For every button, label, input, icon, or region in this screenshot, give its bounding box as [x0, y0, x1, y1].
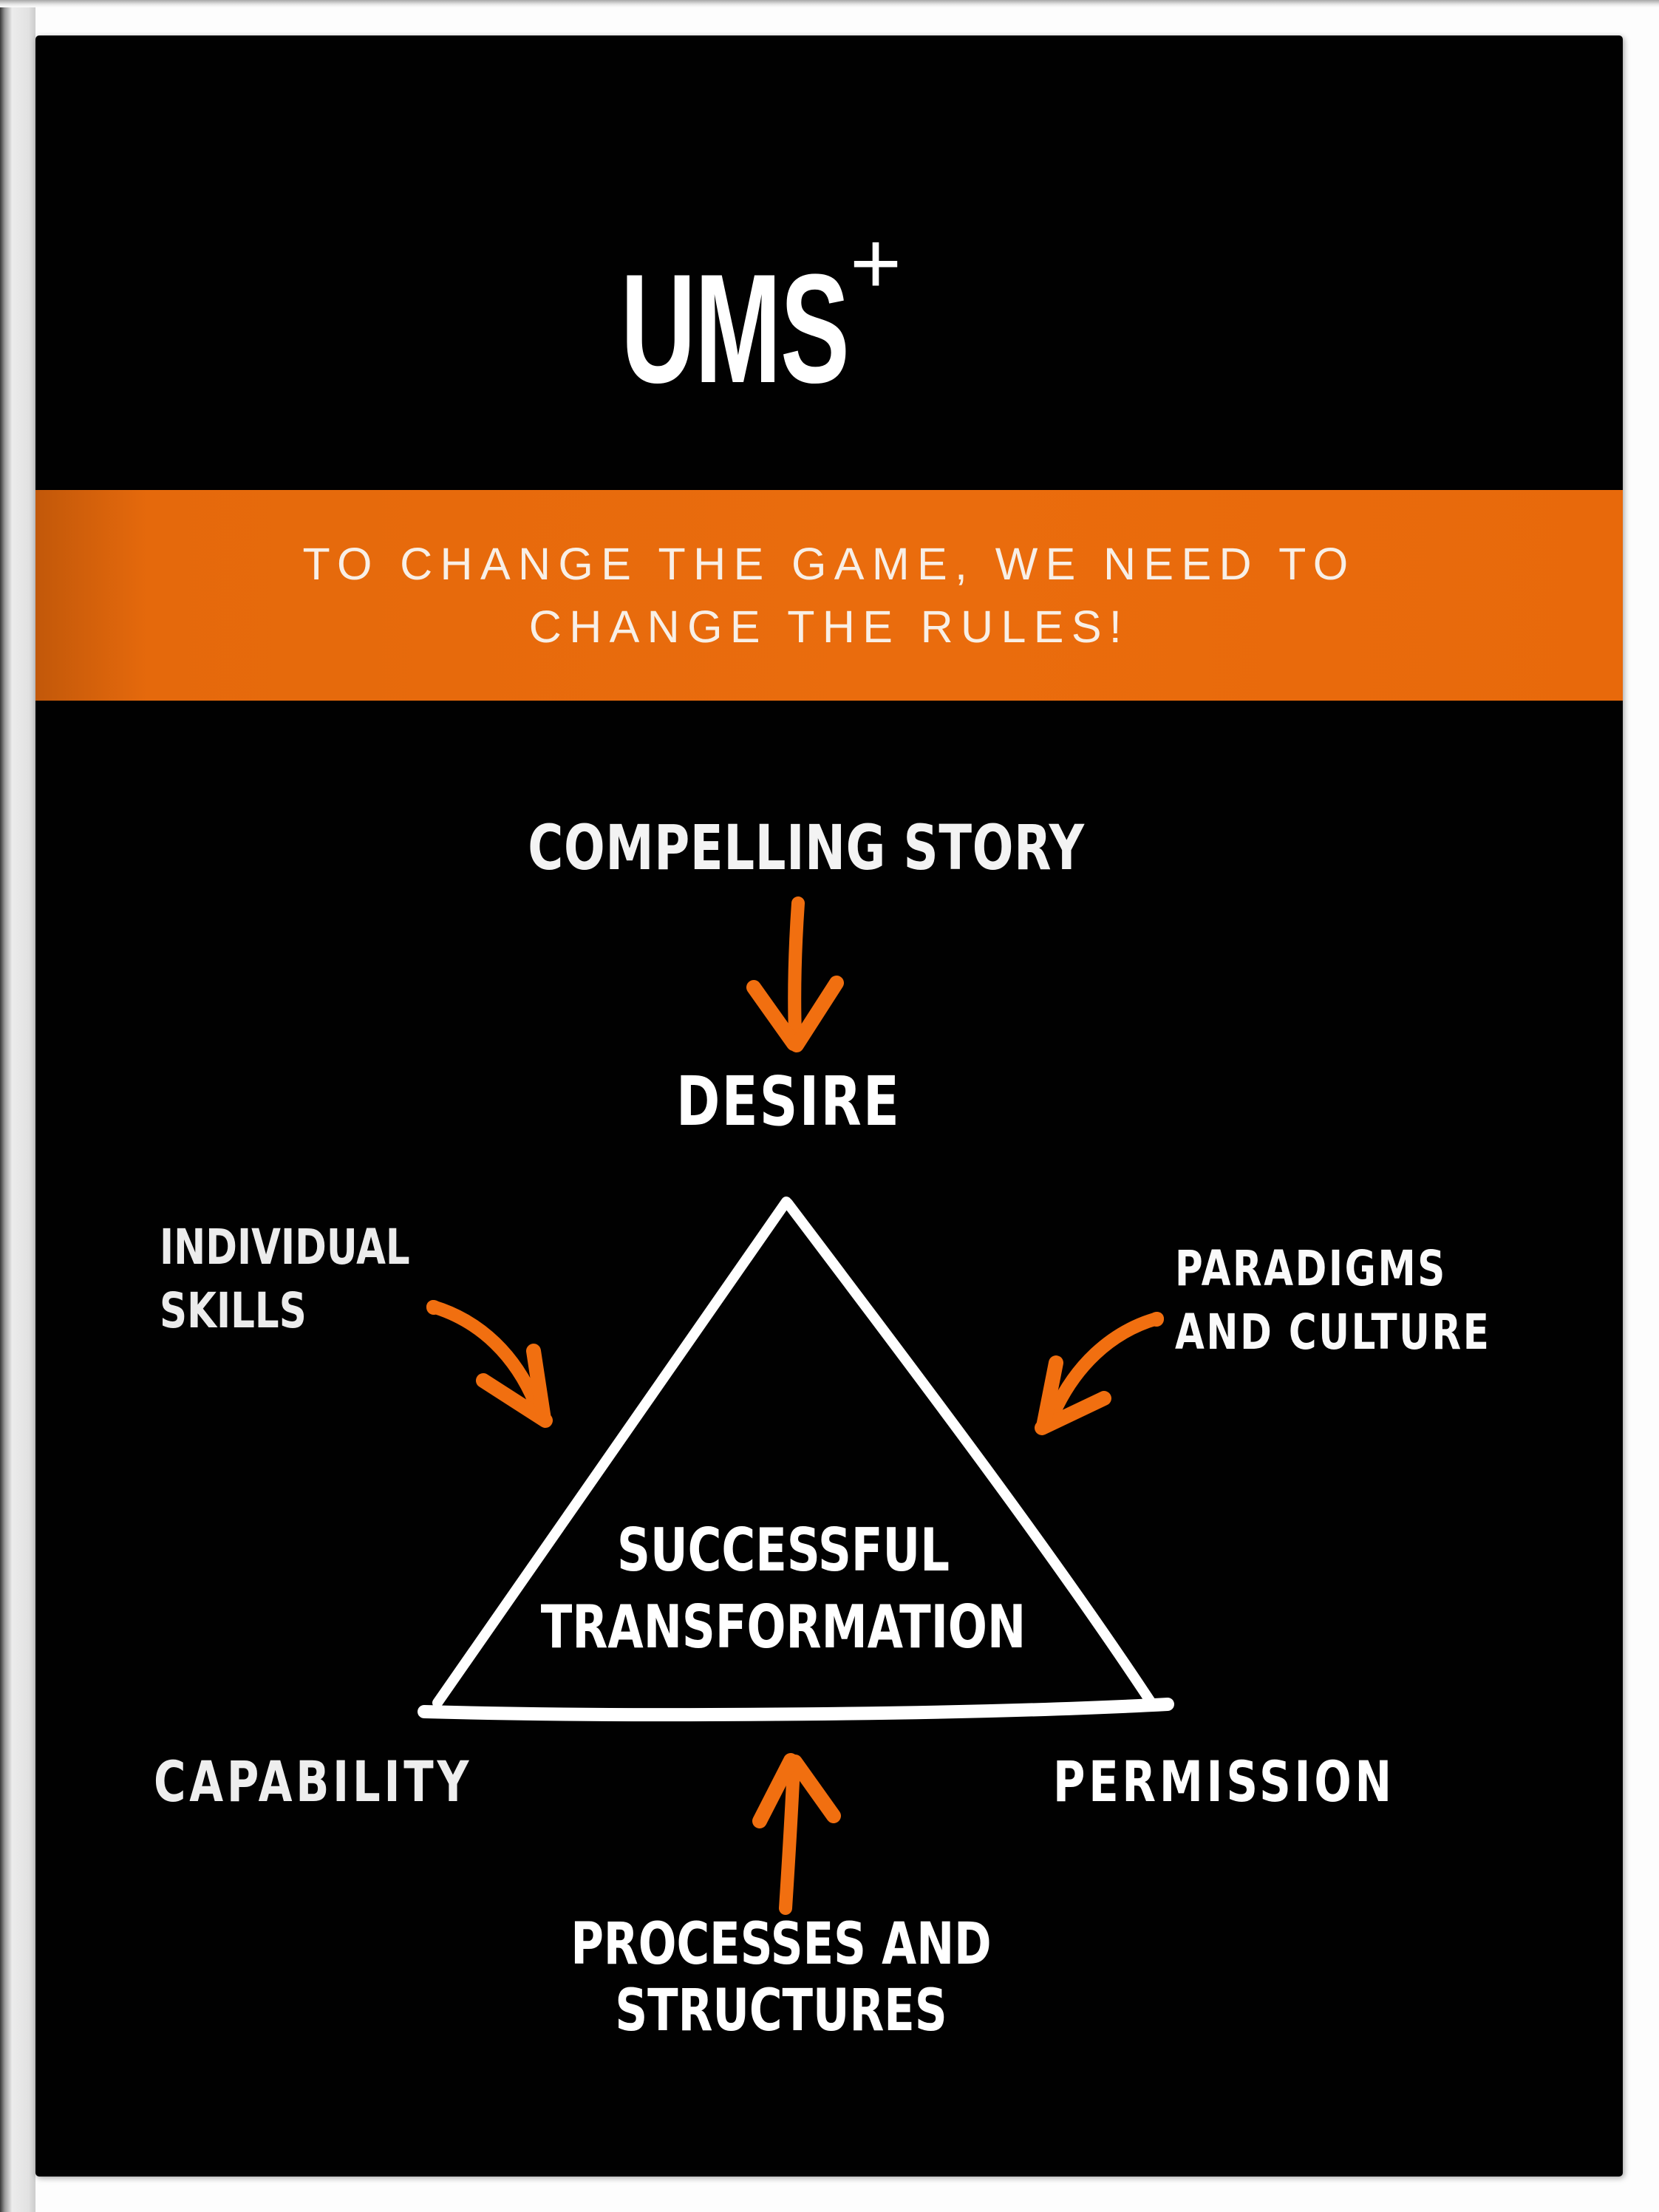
ums-logo-plus: +: [850, 214, 902, 313]
successful-transformation-label: SUCCESSFUL TRANSFORMATION: [541, 1512, 1026, 1666]
permission-label: PERMISSION: [1053, 1749, 1395, 1814]
individual-line: INDIVIDUAL: [160, 1219, 410, 1276]
structures-line: STRUCTURES: [615, 1978, 947, 2044]
and-culture-line: AND CULTURE: [1175, 1304, 1491, 1361]
processes-structures-label: PROCESSES AND STRUCTURES: [570, 1911, 991, 2044]
page-curl-left: [0, 0, 12, 2212]
ums-logo: UMS: [621, 242, 850, 415]
curved-arrow-right-icon: [1035, 1312, 1164, 1435]
individual-skills-label: INDIVIDUAL SKILLS: [160, 1216, 410, 1343]
compelling-story-label: COMPELLING STORY: [528, 811, 1085, 884]
page-margin-left: [12, 0, 35, 2212]
capability-label: CAPABILITY: [154, 1749, 473, 1814]
paradigms-line: PARADIGMS: [1175, 1240, 1447, 1297]
headline-line-1: TO CHANGE THE GAME, WE NEED TO: [302, 538, 1356, 589]
processes-and-line: PROCESSES AND: [570, 1911, 992, 1978]
desire-label: DESIRE: [675, 1062, 902, 1141]
headline-line-2: CHANGE THE RULES!: [528, 601, 1130, 652]
down-arrow-icon: [746, 896, 844, 1052]
headline-banner: TO CHANGE THE GAME, WE NEED TO CHANGE TH…: [35, 490, 1623, 701]
page-margin-top: [0, 0, 1659, 7]
transformation-line: TRANSFORMATION: [540, 1593, 1026, 1661]
successful-line: SUCCESSFUL: [617, 1516, 950, 1585]
triangle-shape: [418, 1197, 1174, 1722]
up-arrow-icon: [752, 1753, 841, 1915]
skills-line: SKILLS: [160, 1282, 307, 1339]
curved-arrow-left-icon: [426, 1300, 553, 1428]
paradigms-culture-label: PARADIGMS AND CULTURE: [1175, 1237, 1491, 1364]
